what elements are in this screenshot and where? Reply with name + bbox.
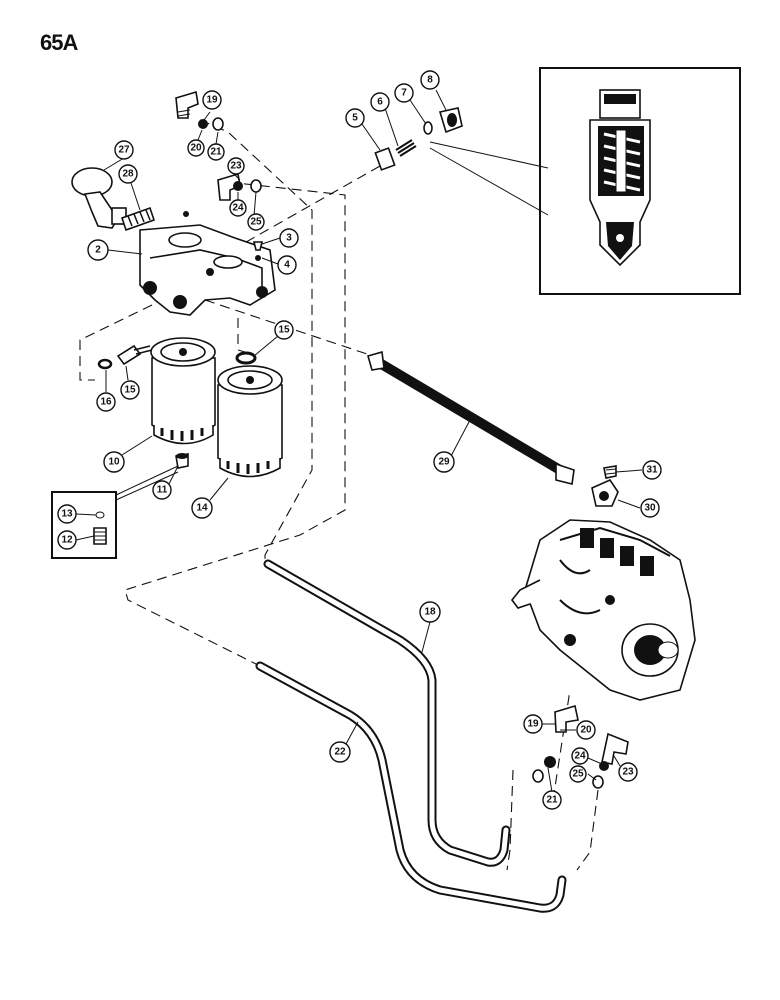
callout-11: 11 — [152, 480, 172, 500]
check-valve-parts — [374, 107, 463, 171]
callout-3: 3 — [279, 228, 299, 248]
elbow-fitting-upper — [175, 90, 262, 217]
fuel-tube-return — [255, 661, 567, 913]
svg-text:23: 23 — [230, 161, 242, 172]
callout-31: 31 — [642, 460, 662, 480]
fuel-tube-inlet — [263, 559, 511, 867]
svg-text:25: 25 — [572, 769, 584, 780]
callout-12: 12 — [57, 530, 77, 550]
banjo-fitting — [591, 478, 619, 507]
callout-20-lower: 20 — [576, 720, 596, 740]
callout-13: 13 — [57, 504, 77, 524]
callout-28: 28 — [118, 164, 138, 184]
callout-15-ring: 15 — [274, 320, 294, 340]
callout-25-upper: 25 — [247, 213, 265, 231]
hand-primer-pump — [71, 167, 127, 229]
svg-text:15: 15 — [278, 325, 290, 336]
callout-24-upper: 24 — [229, 199, 247, 217]
callout-2: 2 — [87, 239, 109, 261]
callout-7: 7 — [394, 83, 414, 103]
page-number: 65A — [40, 30, 78, 55]
svg-text:10: 10 — [108, 457, 120, 468]
svg-text:27: 27 — [118, 145, 130, 156]
svg-text:18: 18 — [424, 607, 436, 618]
svg-text:15: 15 — [124, 385, 136, 396]
sealing-ring — [235, 351, 257, 365]
washer — [97, 358, 113, 370]
drain-plug — [175, 453, 189, 469]
svg-text:7: 7 — [401, 88, 407, 99]
bleed-plug — [603, 465, 617, 479]
svg-text:19: 19 — [206, 95, 218, 106]
svg-text:30: 30 — [644, 503, 656, 514]
svg-text:14: 14 — [196, 503, 208, 514]
callout-23-lower: 23 — [618, 762, 638, 782]
callout-29: 29 — [433, 451, 455, 473]
fuel-filter-left — [150, 337, 216, 445]
mounting-bolt — [116, 344, 153, 366]
callout-15-bolt: 15 — [120, 380, 140, 400]
callout-19-lower: 19 — [523, 714, 543, 734]
callout-5: 5 — [345, 108, 365, 128]
callout-24-lower: 24 — [571, 747, 589, 765]
svg-text:21: 21 — [546, 795, 558, 806]
svg-text:13: 13 — [61, 509, 73, 520]
leader-lines — [75, 89, 643, 793]
assembly-dashed-lines — [79, 119, 599, 871]
svg-text:4: 4 — [284, 260, 290, 271]
callout-14: 14 — [191, 497, 213, 519]
valve-cutaway — [589, 89, 651, 267]
svg-text:31: 31 — [646, 465, 658, 476]
svg-text:6: 6 — [377, 97, 383, 108]
injector-detail-inset — [429, 67, 741, 295]
svg-text:22: 22 — [334, 747, 346, 758]
callout-16: 16 — [96, 392, 116, 412]
callout-18: 18 — [419, 601, 441, 623]
callout-20-upper: 20 — [187, 139, 205, 157]
svg-text:8: 8 — [427, 75, 433, 86]
callout-25-lower: 25 — [569, 765, 587, 783]
svg-text:28: 28 — [122, 169, 134, 180]
svg-text:20: 20 — [190, 143, 202, 154]
svg-text:16: 16 — [100, 397, 112, 408]
injection-pipe — [367, 350, 575, 485]
filter-head — [139, 224, 276, 316]
svg-text:12: 12 — [61, 535, 73, 546]
callout-19-upper: 19 — [202, 90, 222, 110]
svg-text:25: 25 — [250, 217, 262, 228]
svg-text:23: 23 — [622, 767, 634, 778]
callout-21-lower: 21 — [542, 790, 562, 810]
svg-text:24: 24 — [574, 751, 586, 762]
svg-text:11: 11 — [157, 485, 168, 496]
callout-30: 30 — [640, 498, 660, 518]
fuel-filter-right — [217, 365, 283, 478]
injection-pump — [510, 519, 696, 701]
callout-8: 8 — [420, 70, 440, 90]
connector-tube — [120, 206, 156, 232]
callout-27: 27 — [114, 140, 134, 160]
bleed-screw — [252, 241, 264, 261]
svg-text:24: 24 — [232, 203, 244, 214]
svg-text:21: 21 — [210, 147, 222, 158]
callout-10: 10 — [103, 451, 125, 473]
callout-21-upper: 21 — [207, 143, 225, 161]
svg-text:29: 29 — [438, 457, 450, 468]
callout-23-upper: 23 — [227, 157, 245, 175]
callout-4: 4 — [277, 255, 297, 275]
svg-text:19: 19 — [527, 719, 539, 730]
callout-6: 6 — [370, 92, 390, 112]
svg-text:2: 2 — [95, 245, 101, 256]
svg-text:3: 3 — [286, 233, 292, 244]
svg-text:20: 20 — [580, 725, 592, 736]
svg-text:5: 5 — [352, 113, 358, 124]
callout-22: 22 — [329, 741, 351, 763]
elbow-fitting-lower — [532, 704, 629, 789]
